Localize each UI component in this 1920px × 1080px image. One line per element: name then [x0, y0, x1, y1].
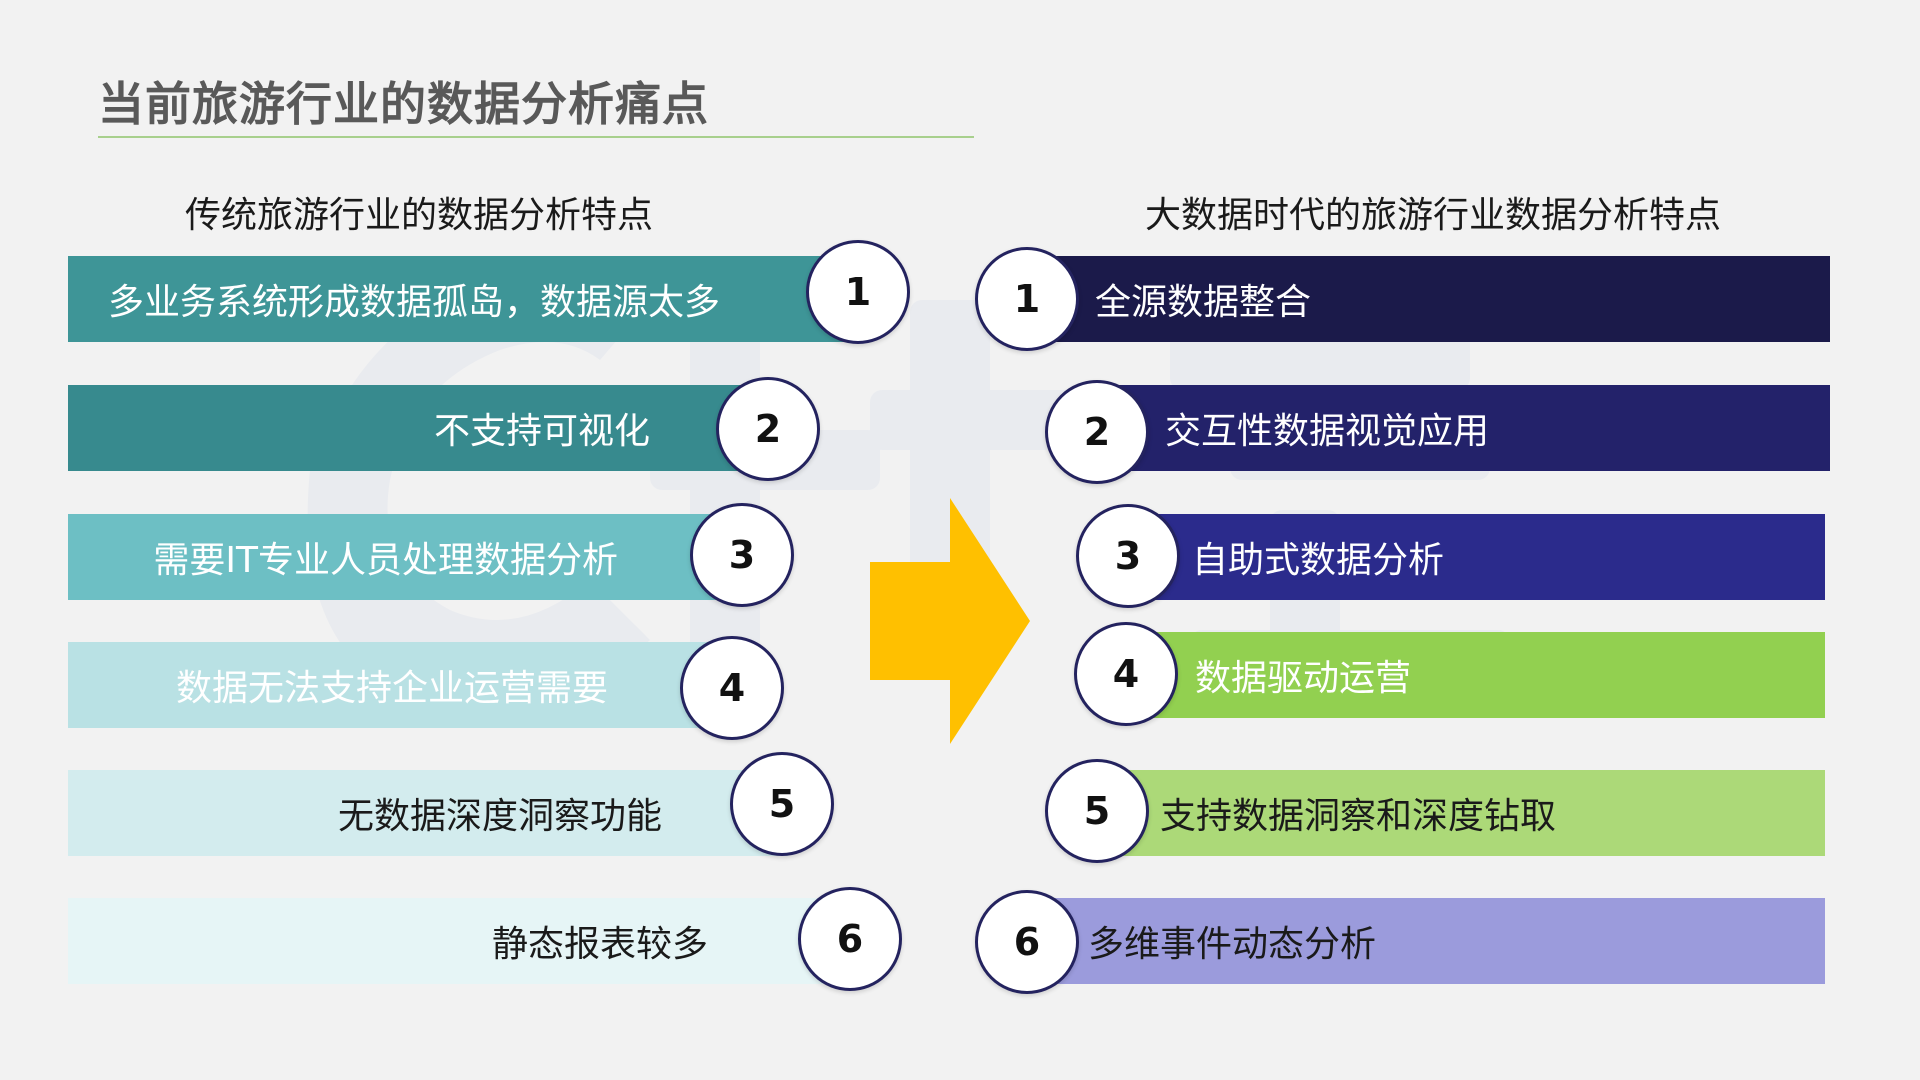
right-item-1-bar: 全源数据整合	[1040, 256, 1830, 342]
left-item-6-bar: 静态报表较多	[68, 898, 848, 984]
left-item-3-bar: 需要IT专业人员处理数据分析	[68, 514, 758, 600]
right-item-5-text: 支持数据洞察和深度钻取	[1160, 796, 1557, 837]
right-item-6-text: 多维事件动态分析	[1088, 924, 1377, 965]
right-item-4-bar: 数据驱动运营	[1140, 632, 1825, 718]
arrow-right-icon	[870, 498, 1030, 744]
right-item-3-text: 自助式数据分析	[1192, 540, 1445, 581]
left-item-3-text: 需要IT专业人员处理数据分析	[153, 540, 618, 581]
right-item-5-bar: 支持数据洞察和深度钻取	[1110, 770, 1825, 856]
left-item-6-number: 6	[798, 887, 902, 991]
right-item-6-number: 6	[975, 890, 1079, 994]
left-item-3-number: 3	[690, 503, 794, 607]
right-item-2-bar: 交互性数据视觉应用	[1110, 385, 1830, 471]
right-item-6-bar: 多维事件动态分析	[1040, 898, 1825, 984]
left-item-2-text: 不支持可视化	[433, 411, 650, 452]
right-item-3-number: 3	[1076, 504, 1180, 608]
left-item-2-number: 2	[716, 377, 820, 481]
right-item-2-number: 2	[1045, 380, 1149, 484]
right-item-2-text: 交互性数据视觉应用	[1165, 411, 1490, 452]
right-item-1-number: 1	[975, 247, 1079, 351]
left-item-6-text: 静态报表较多	[491, 924, 708, 965]
left-item-5-number: 5	[730, 752, 834, 856]
left-column-heading: 传统旅游行业的数据分析特点	[185, 195, 654, 236]
right-item-1-text: 全源数据整合	[1095, 282, 1312, 323]
right-item-4-text: 数据驱动运营	[1195, 658, 1412, 699]
left-item-5-bar: 无数据深度洞察功能	[68, 770, 788, 856]
left-item-4-bar: 数据无法支持企业运营需要	[68, 642, 748, 728]
left-item-1-number: 1	[806, 240, 910, 344]
left-item-2-bar: 不支持可视化	[68, 385, 778, 471]
right-item-4-number: 4	[1074, 622, 1178, 726]
right-column-heading: 大数据时代的旅游行业数据分析特点	[1145, 195, 1722, 236]
left-item-1-text: 多业务系统形成数据孤岛，数据源太多	[107, 282, 720, 323]
left-item-4-text: 数据无法支持企业运营需要	[175, 668, 608, 709]
left-item-1-bar: 多业务系统形成数据孤岛，数据源太多	[68, 256, 868, 342]
left-item-5-text: 无数据深度洞察功能	[337, 796, 662, 837]
left-item-4-number: 4	[680, 636, 784, 740]
right-item-5-number: 5	[1045, 759, 1149, 863]
page-title: 当前旅游行业的数据分析痛点	[98, 77, 709, 131]
right-item-3-bar: 自助式数据分析	[1140, 514, 1825, 600]
title-divider	[98, 136, 974, 138]
